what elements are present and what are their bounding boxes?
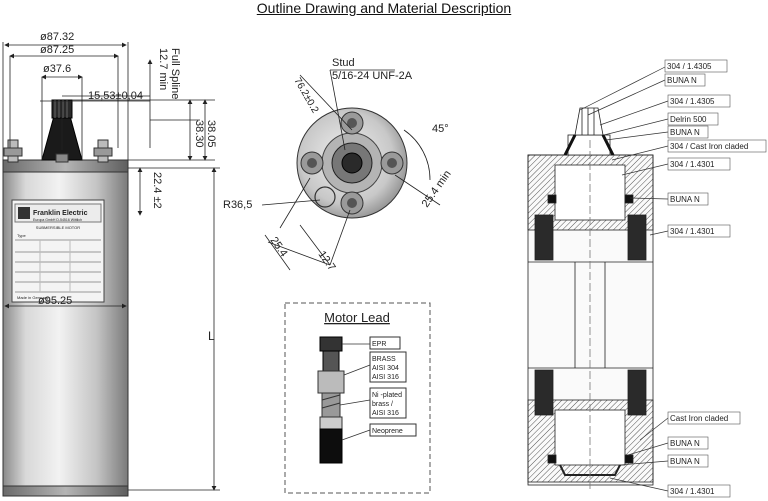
side-view: Franklin Electric Europa GmbH D-54516 Wi… <box>2 31 220 497</box>
lead-aisi316: AISI 316 <box>372 374 399 381</box>
motor-lead-panel: Motor Lead EPR BRASS AISI 304 AISI 316 <box>284 302 431 494</box>
dim-radius: R36,5 <box>223 199 252 211</box>
dim-length: L <box>208 329 215 343</box>
nameplate-line-3: Type <box>17 233 26 238</box>
mat-label-12: 304 / 1.4301 <box>670 487 715 496</box>
dim-d1: ø87.32 <box>40 31 74 43</box>
motor-lead-title: Motor Lead <box>324 310 390 325</box>
mat-label-0: 304 / 1.4305 <box>667 62 712 71</box>
dim-angle: 45° <box>432 123 449 135</box>
nameplate-line-2: SUBMERSIBLE MOTOR <box>36 225 80 230</box>
stud-spec: 5/16-24 UNF-2A <box>332 70 413 82</box>
nameplate-brand: Franklin Electric <box>33 210 88 217</box>
lead-neoprene: Neoprene <box>372 428 403 435</box>
material-leaders <box>579 66 669 492</box>
lead-aisi304: AISI 304 <box>372 365 399 372</box>
bolt-left <box>300 151 324 175</box>
mat-label-4: BUNA N <box>670 128 700 137</box>
mat-label-2: 304 / 1.4305 <box>670 97 715 106</box>
dim-offset: 15,53±0,04 <box>88 90 143 102</box>
top-view: Stud 5/16-24 UNF-2A 76.2±0.2 45° R36,5 2… <box>223 57 454 273</box>
mat-label-11: BUNA N <box>670 457 700 466</box>
dim-d3: ø37.6 <box>43 63 71 75</box>
dim-25-4: 25.4 <box>268 235 290 259</box>
drawing-title: Outline Drawing and Material Description <box>256 0 512 16</box>
lead-epr: EPR <box>372 341 386 348</box>
dim-body-dia: ø95.25 <box>38 295 72 307</box>
lead-niplated: Ni -plated <box>372 392 402 399</box>
stud-nut-right <box>93 147 113 157</box>
dim-h1: 38.30 <box>193 120 205 148</box>
stud-nut-left <box>3 147 23 157</box>
dim-d2: ø87.25 <box>40 44 74 56</box>
mat-label-5: 304 / Cast Iron claded <box>670 142 748 151</box>
mat-label-7: BUNA N <box>670 195 700 204</box>
mat-label-6: 304 / 1.4301 <box>670 160 715 169</box>
dim-bolt-circle: 76.2±0.2 <box>291 76 320 116</box>
mat-label-3: Delrin 500 <box>670 115 707 124</box>
lead-aisi316-2: AISI 316 <box>372 410 399 417</box>
nameplate: Franklin Electric Europa GmbH D-54516 Wi… <box>11 199 105 303</box>
mat-label-1: BUNA N <box>667 76 697 85</box>
dim-25-4-min: 25.4 min <box>420 168 454 209</box>
bolt-top <box>340 111 364 135</box>
mat-label-8: 304 / 1.4301 <box>670 227 715 236</box>
stud-label: Stud <box>332 57 355 69</box>
lead-brass-2: brass / <box>372 401 393 408</box>
dim-h2: 38.05 <box>205 120 217 148</box>
mat-label-10: BUNA N <box>670 439 700 448</box>
cross-section <box>527 107 654 490</box>
mat-label-9: Cast Iron claded <box>670 414 728 423</box>
nameplate-line-1: Europa GmbH D-54516 Wittlich <box>33 218 82 222</box>
motor-base <box>2 485 129 497</box>
dim-spline-len: 12.7 min <box>157 48 169 90</box>
dim-spline-label: Full Spline <box>169 48 181 99</box>
nameplate-line-4: Made in Germany <box>17 295 49 300</box>
material-labels: 304 / 1.4305 BUNA N 304 / 1.4305 Delrin … <box>664 59 767 498</box>
dim-h3: 22.4 ±2 <box>151 172 163 209</box>
bolt-right <box>380 151 404 175</box>
bolt-bottom <box>340 191 364 215</box>
lead-brass: BRASS <box>372 356 396 363</box>
